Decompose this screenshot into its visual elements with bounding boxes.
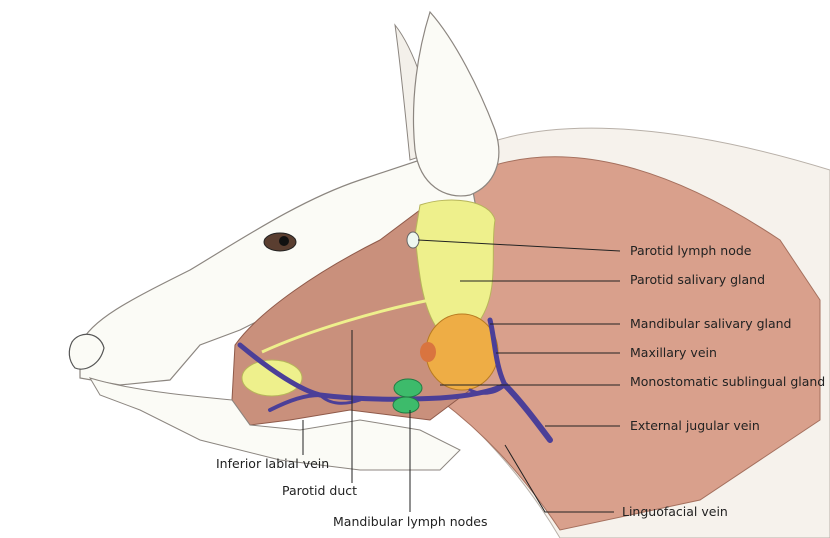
label-monostomatic-sublingual-gland: Monostomatic sublingual gland [630,374,826,389]
parotid-lymph-node [406,231,420,249]
nose [68,333,105,370]
label-maxillary-vein: Maxillary vein [630,345,717,360]
neck-muscles [429,156,821,531]
label-mandibular-salivary-gland: Mandibular salivary gland [630,316,792,331]
jaw-skin [88,377,461,471]
label-parotid-lymph-node: Parotid lymph node [630,243,752,258]
mandibular-salivary-gland [425,313,499,391]
mandibular-lymph-node-upper [393,378,423,398]
sublingual-gland [420,342,436,362]
near-ear [412,10,500,197]
leader-lines [302,239,621,513]
parotid-duct [261,298,431,354]
label-inferior-labial-vein: Inferior labial vein [216,456,330,471]
mandibular-lymph-node-lower [392,396,420,414]
labial-glands [241,359,303,397]
label-linguofacial-vein: Linguofacial vein [622,504,728,519]
label-mandibular-lymph-nodes: Mandibular lymph nodes [333,514,488,529]
label-parotid-duct: Parotid duct [282,483,358,498]
label-external-jugular-vein: External jugular vein [630,418,760,433]
label-parotid-salivary-gland: Parotid salivary gland [630,272,766,287]
veins [237,317,553,443]
